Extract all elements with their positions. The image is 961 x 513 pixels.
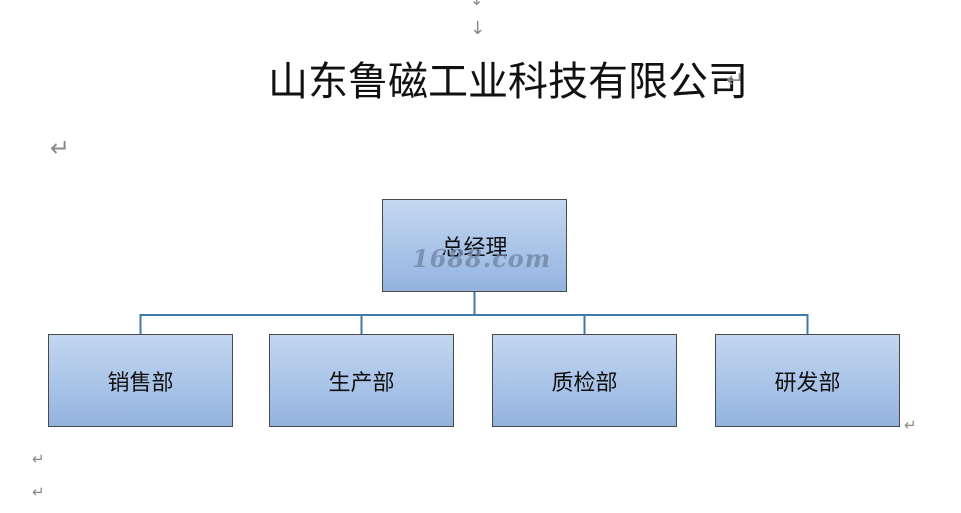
document-title[interactable]: 山东鲁磁工业科技有限公司 [268,59,748,105]
line-break-arrow: ↓ [470,0,483,8]
org-node-rnd[interactable]: 研发部 [715,334,900,427]
org-node-label: 研发部 [774,370,841,396]
watermark: 1688.com [412,244,551,273]
org-node-label: 质检部 [551,370,618,396]
paragraph-mark: ↵ [904,416,917,434]
paragraph-mark: ↵ [726,68,745,93]
paragraph-mark: ↵ [32,483,45,501]
watermark-text: 1688.com [412,244,552,273]
line-break-arrow: ↓ [470,18,486,39]
org-node-quality[interactable]: 质检部 [492,334,677,427]
paragraph-mark: ↵ [50,134,71,162]
org-node-general-manager[interactable]: 总经理 [382,199,567,292]
org-node-label: 总经理 [441,235,508,261]
org-node-label: 销售部 [107,370,174,396]
org-node-label: 生产部 [328,370,395,396]
org-node-sales[interactable]: 销售部 [48,334,233,427]
org-node-production[interactable]: 生产部 [269,334,454,427]
paragraph-mark: ↵ [32,450,45,468]
